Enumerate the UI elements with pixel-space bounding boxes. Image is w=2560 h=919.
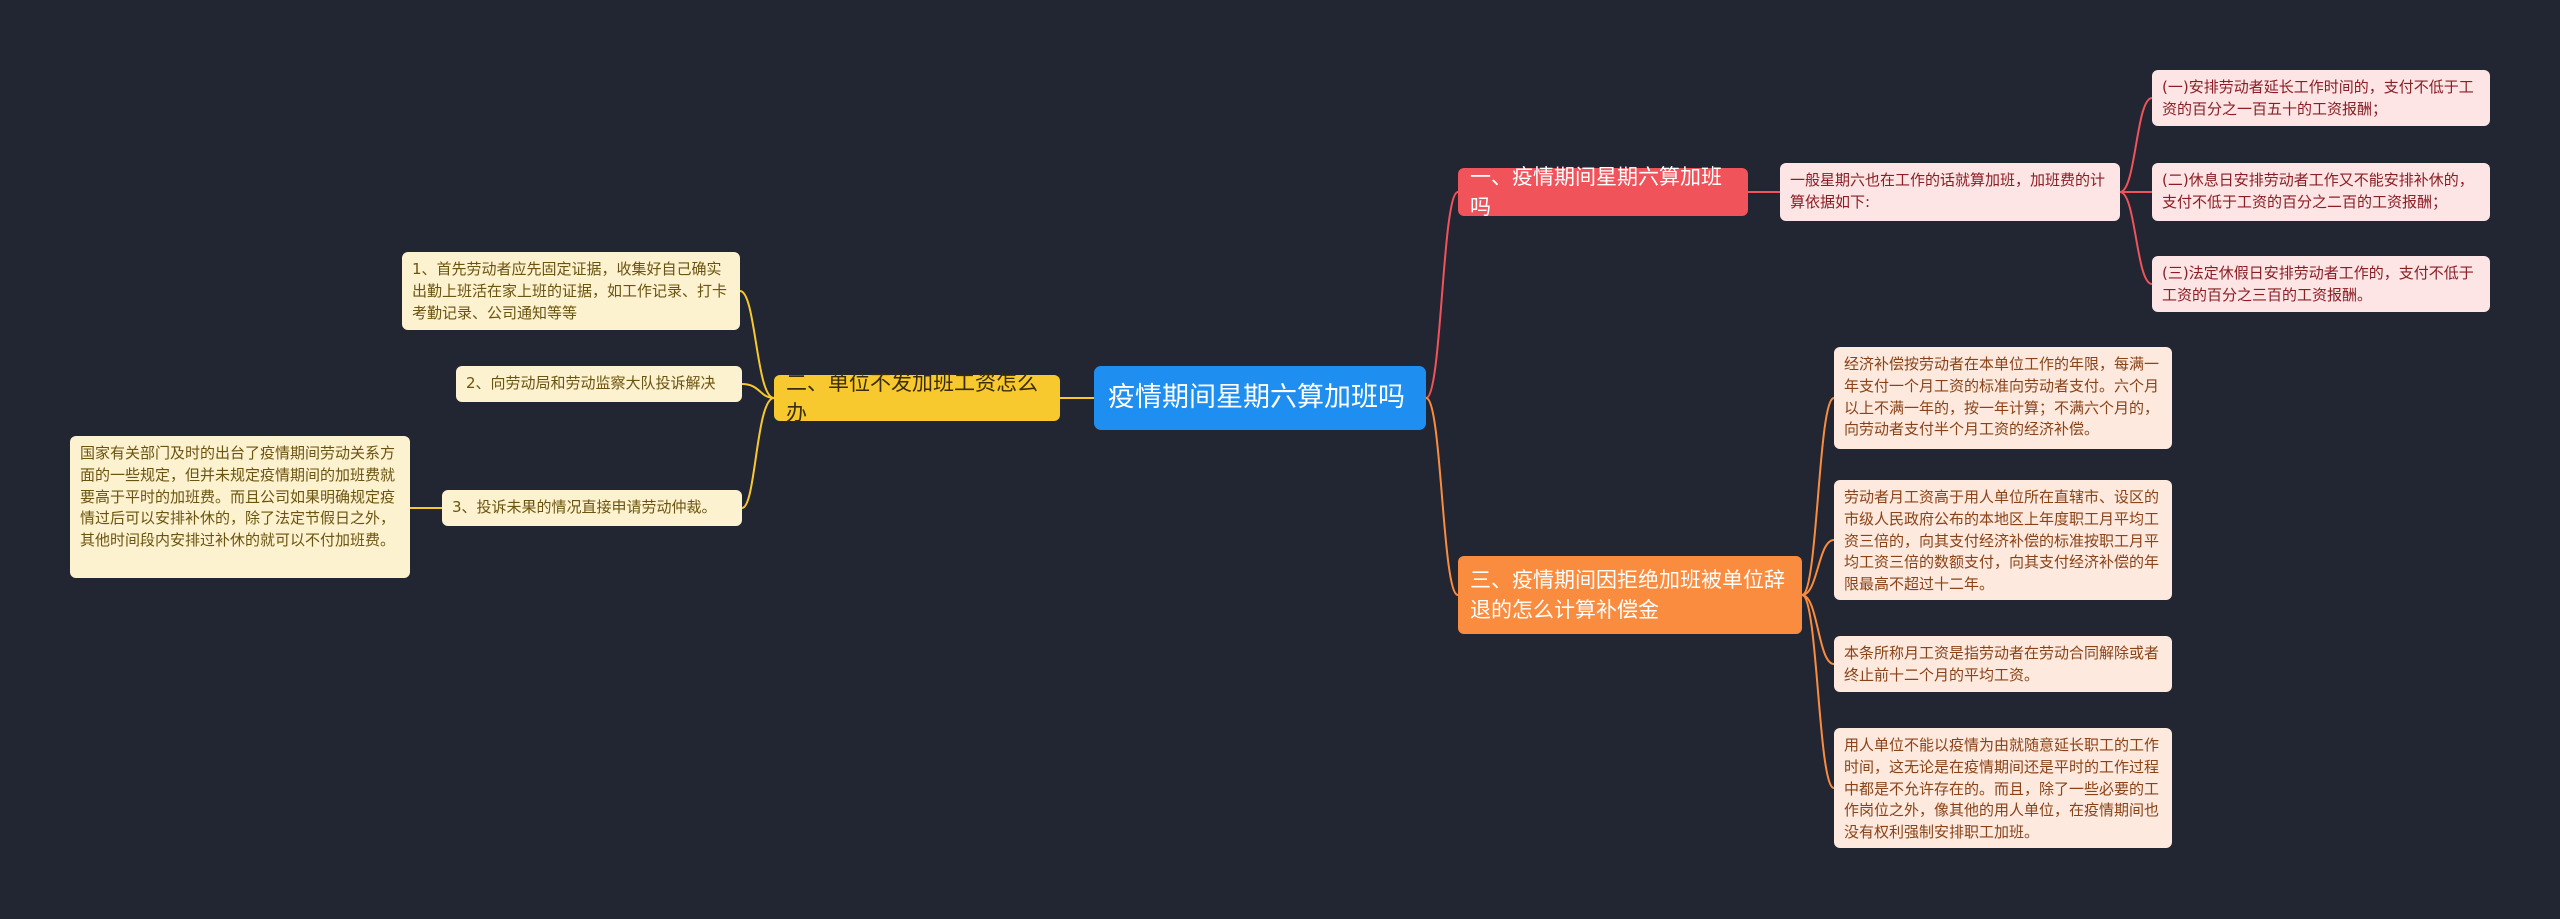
branch-2-item-3[interactable]: 3、投诉未果的情况直接申请劳动仲裁。	[442, 490, 742, 526]
branch-3-item-4[interactable]: 用人单位不能以疫情为由就随意延长职工的工作时间，这无论是在疫情期间还是平时的工作…	[1834, 728, 2172, 848]
branch-2-item-1[interactable]: 1、首先劳动者应先固定证据，收集好自己确实出勤上班活在家上班的证据，如工作记录、…	[402, 252, 740, 330]
connector-b2-item1	[739, 290, 775, 399]
connector-b1child-item1	[2119, 97, 2153, 193]
branch-3-topic[interactable]: 三、疫情期间因拒绝加班被单位辞退的怎么计算补偿金	[1458, 556, 1802, 634]
branch-1-item-1-text: (一)安排劳动者延长工作时间的，支付不低于工资的百分之一百五十的工资报酬；	[2162, 78, 2474, 118]
branch-2-item-3-text: 3、投诉未果的情况直接申请劳动仲裁。	[452, 498, 717, 516]
branch-3-item-1-text: 经济补偿按劳动者在本单位工作的年限，每满一年支付一个月工资的标准向劳动者支付。六…	[1844, 355, 2160, 439]
branch-2-note-text: 国家有关部门及时的出台了疫情期间劳动关系方面的一些规定，但并未规定疫情期间的加班…	[80, 444, 396, 549]
connector-root-b3	[1425, 397, 1459, 596]
connector-b1child-item3	[2119, 191, 2153, 285]
branch-2-note[interactable]: 国家有关部门及时的出台了疫情期间劳动关系方面的一些规定，但并未规定疫情期间的加班…	[70, 436, 410, 578]
root-topic-label: 疫情期间星期六算加班吗	[1108, 382, 1405, 414]
branch-1-label: 一、疫情期间星期六算加班吗	[1470, 164, 1722, 219]
branch-1-child[interactable]: 一般星期六也在工作的话就算加班，加班费的计算依据如下:	[1780, 163, 2120, 221]
connector-b3-item4	[1801, 594, 1835, 789]
branch-1-item-2[interactable]: (二)休息日安排劳动者工作又不能安排补休的，支付不低于工资的百分之二百的工资报酬…	[2152, 163, 2490, 221]
branch-1-item-1[interactable]: (一)安排劳动者延长工作时间的，支付不低于工资的百分之一百五十的工资报酬；	[2152, 70, 2490, 126]
branch-2-item-2-text: 2、向劳动局和劳动监察大队投诉解决	[466, 374, 716, 392]
connector-b2-item2	[741, 383, 775, 399]
branch-3-item-2[interactable]: 劳动者月工资高于用人单位所在直辖市、设区的市级人民政府公布的本地区上年度职工月平…	[1834, 480, 2172, 600]
branch-2-label: 二、单位不发加班工资怎么办	[786, 370, 1038, 425]
connector-b3-item2	[1801, 539, 1835, 596]
branch-1-item-2-text: (二)休息日安排劳动者工作又不能安排补休的，支付不低于工资的百分之二百的工资报酬…	[2162, 171, 2474, 211]
branch-3-item-1[interactable]: 经济补偿按劳动者在本单位工作的年限，每满一年支付一个月工资的标准向劳动者支付。六…	[1834, 347, 2172, 449]
branch-1-topic[interactable]: 一、疫情期间星期六算加班吗	[1458, 165, 1748, 219]
connector-b3-item3	[1801, 594, 1835, 665]
branch-1-item-3-text: (三)法定休假日安排劳动者工作的，支付不低于工资的百分之三百的工资报酬。	[2162, 264, 2474, 304]
branch-3-item-2-text: 劳动者月工资高于用人单位所在直辖市、设区的市级人民政府公布的本地区上年度职工月平…	[1844, 488, 2160, 593]
connector-b2-item3	[741, 397, 775, 509]
branch-2-item-2[interactable]: 2、向劳动局和劳动监察大队投诉解决	[456, 366, 742, 402]
branch-3-item-3-text: 本条所称月工资是指劳动者在劳动合同解除或者终止前十二个月的平均工资。	[1844, 644, 2160, 684]
connector-root-b1	[1425, 191, 1459, 399]
branch-3-item-3[interactable]: 本条所称月工资是指劳动者在劳动合同解除或者终止前十二个月的平均工资。	[1834, 636, 2172, 692]
branch-1-item-3[interactable]: (三)法定休假日安排劳动者工作的，支付不低于工资的百分之三百的工资报酬。	[2152, 256, 2490, 312]
branch-2-topic[interactable]: 二、单位不发加班工资怎么办	[774, 371, 1060, 425]
root-topic[interactable]: 疫情期间星期六算加班吗	[1094, 366, 1426, 430]
branch-1-child-text: 一般星期六也在工作的话就算加班，加班费的计算依据如下:	[1790, 171, 2106, 211]
branch-2-item-1-text: 1、首先劳动者应先固定证据，收集好自己确实出勤上班活在家上班的证据，如工作记录、…	[412, 260, 728, 322]
branch-3-label: 三、疫情期间因拒绝加班被单位辞退的怎么计算补偿金	[1470, 567, 1785, 622]
branch-3-item-4-text: 用人单位不能以疫情为由就随意延长职工的工作时间，这无论是在疫情期间还是平时的工作…	[1844, 736, 2160, 841]
connector-b3-item1	[1801, 397, 1835, 596]
